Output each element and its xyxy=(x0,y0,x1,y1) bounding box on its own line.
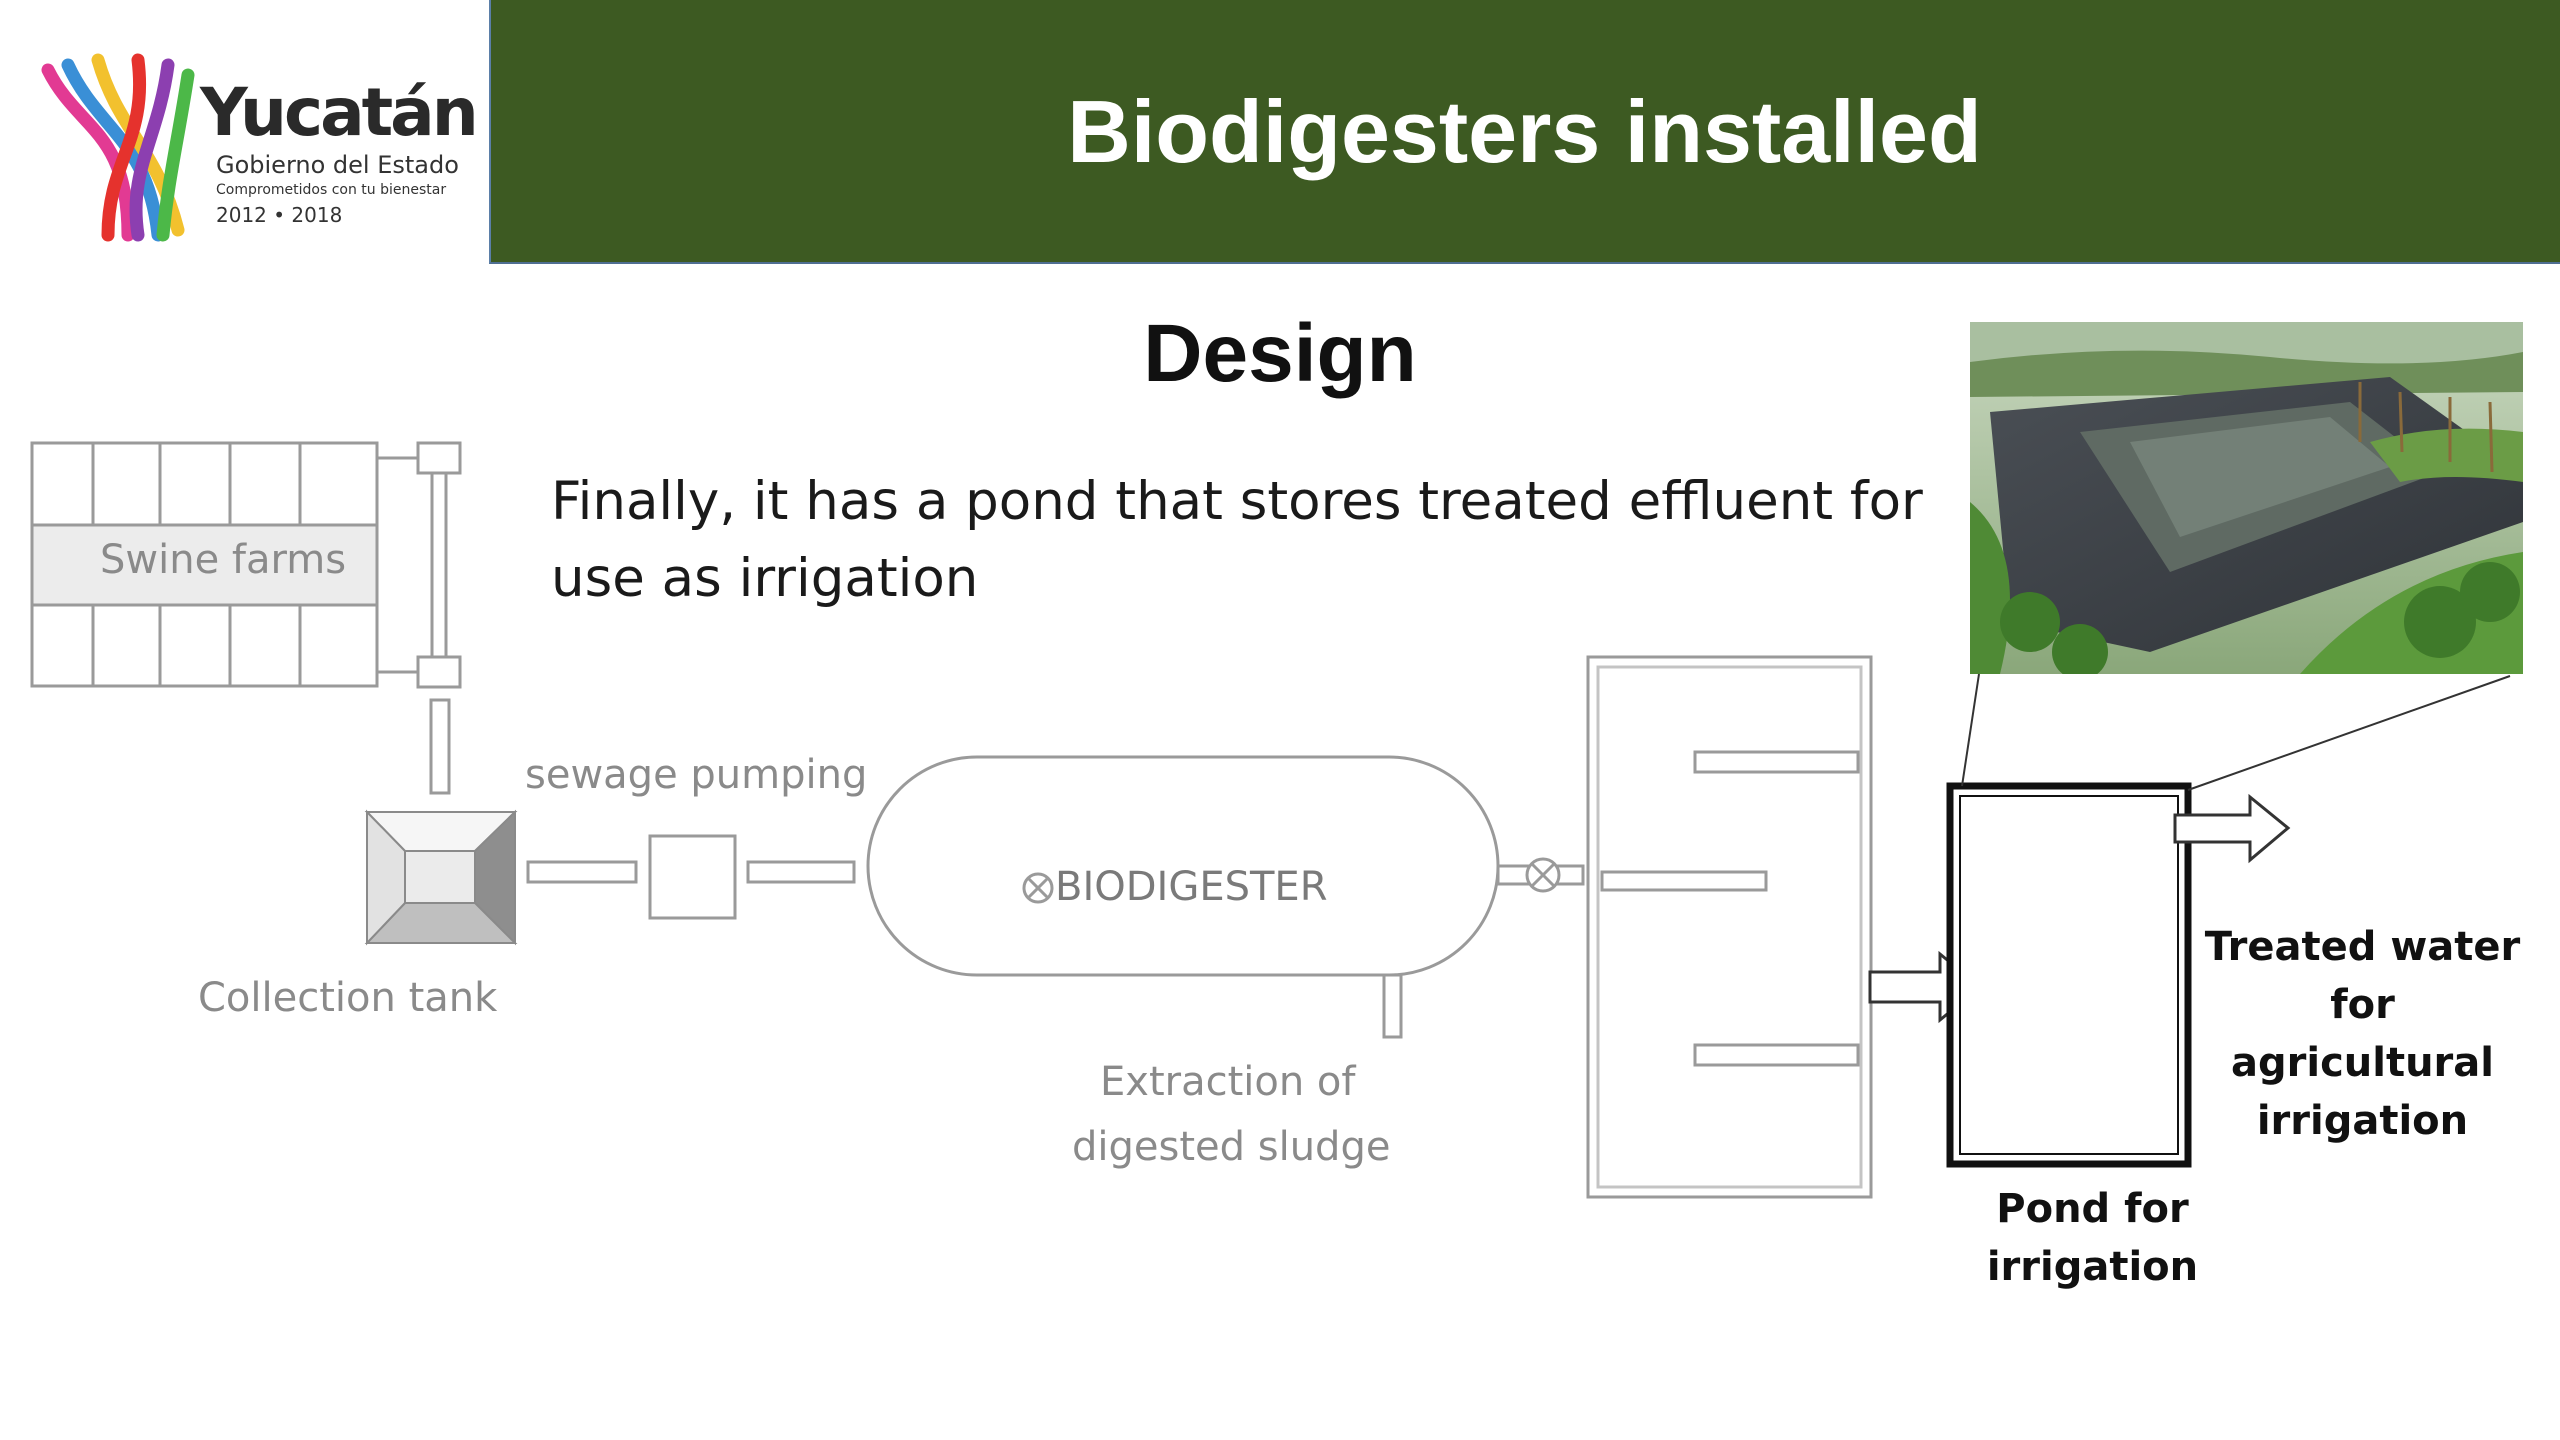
pumping-line xyxy=(526,834,856,920)
swine-farms-label: Swine farms xyxy=(100,537,347,583)
photo-callout-line xyxy=(1961,673,1980,787)
page-title: Biodigesters installed xyxy=(1067,82,1982,181)
yucatan-logo-icon xyxy=(41,53,195,242)
header-bar xyxy=(489,0,2560,264)
treated-water-label: Treated water for agricultural irrigatio… xyxy=(2200,918,2525,1150)
collection-tank-shape xyxy=(364,809,518,946)
pond-label-line-1: Pond for xyxy=(1996,1186,2189,1232)
intro-line-1: Finally, it has a pond that stores treat… xyxy=(551,471,1923,532)
outlet-valve xyxy=(1496,857,1585,893)
logo-name: Yucatán xyxy=(200,74,479,151)
swine-farms-building xyxy=(30,441,379,688)
section-heading: Design xyxy=(1143,308,1417,399)
pond-label-line-2: irrigation xyxy=(1986,1244,2199,1290)
biodigester-label: BIODIGESTER xyxy=(1055,864,1328,910)
sludge-label-line-1: Extraction of xyxy=(1100,1059,1356,1105)
intro-text: Finally, it has a pond that stores treat… xyxy=(551,463,1951,617)
pond-label: Pond for irrigation xyxy=(1950,1180,2235,1296)
settling-tank xyxy=(1586,655,1873,1199)
pond-photo xyxy=(1970,322,2523,674)
photo-callout-line xyxy=(2187,675,2511,791)
treated-water-line-3: irrigation xyxy=(2256,1098,2469,1144)
intro-line-2: use as irrigation xyxy=(551,548,979,609)
treated-water-line-1: Treated water xyxy=(2204,924,2521,970)
logo-subtitle: Gobierno del Estado xyxy=(216,151,459,179)
sewage-pumping-label: sewage pumping xyxy=(525,752,868,798)
logo-years: 2012 • 2018 xyxy=(216,203,343,227)
sludge-label-line-2: digested sludge xyxy=(1072,1124,1391,1170)
collection-tank-label: Collection tank xyxy=(198,975,498,1021)
arrow-out-icon xyxy=(2173,793,2291,864)
irrigation-pond xyxy=(1946,782,2192,1168)
logo-slogan: Comprometidos con tu bienestar xyxy=(216,182,447,198)
treated-water-line-2: for agricultural xyxy=(2231,982,2494,1086)
farm-manifold xyxy=(377,441,462,795)
